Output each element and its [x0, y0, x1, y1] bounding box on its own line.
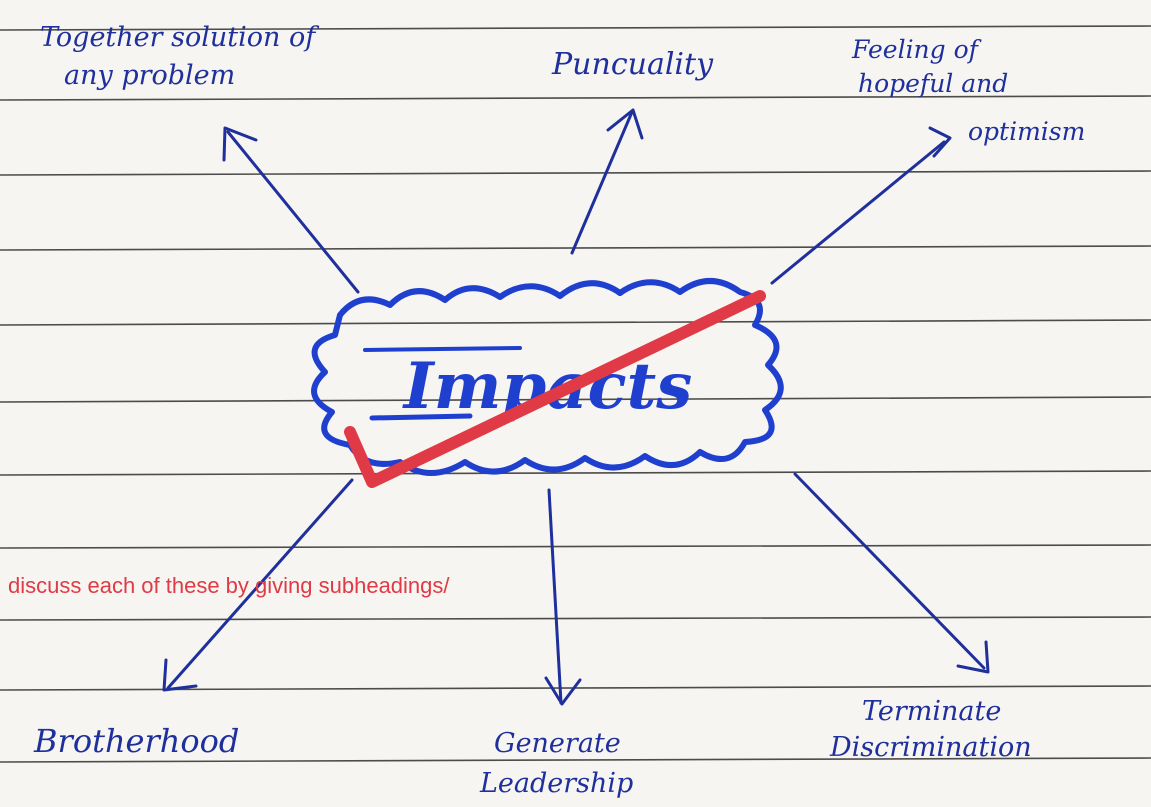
center-label-underline: [369, 413, 473, 421]
red-check-mark: [344, 290, 766, 488]
ruled-lines: [0, 25, 1151, 763]
branch-label-line: Discrimination: [829, 732, 1032, 763]
branch-label-line: Terminate: [862, 696, 1001, 727]
branch-label-line: Together solution of: [40, 22, 319, 53]
center-overline: [363, 346, 522, 352]
branch-label-line: Feeling of: [851, 35, 982, 64]
arrow-bottom-right: [793, 472, 990, 674]
branch-label-top-right: Feeling of hopeful and optimism: [851, 35, 1085, 146]
arrow-bottom-left: [162, 478, 354, 692]
branch-label-top-middle: Puncuality: [551, 47, 714, 82]
branch-label-bottom-middle: Generate Leadership: [479, 728, 633, 799]
branch-label-bottom-left: Brotherhood: [33, 722, 239, 760]
arrow-top-middle: [570, 108, 644, 255]
arrow-top-right: [770, 126, 952, 285]
branch-label-line: Leadership: [479, 768, 633, 799]
branch-label-line: hopeful and: [858, 69, 1008, 98]
branch-label-line: any problem: [64, 60, 235, 91]
center-label: Impacts: [402, 349, 692, 424]
branch-label-line: optimism: [968, 117, 1085, 146]
branch-label-line: Generate: [494, 728, 621, 759]
arrow-bottom-middle: [544, 488, 582, 706]
center-cloud: [311, 278, 784, 476]
teacher-comment: discuss each of these by giving subheadi…: [8, 573, 450, 598]
arrow-top-left: [222, 126, 360, 294]
branch-label-top-left: Together solution of any problem: [40, 22, 324, 91]
branch-label-bottom-right: Terminate Discrimination: [829, 696, 1032, 763]
